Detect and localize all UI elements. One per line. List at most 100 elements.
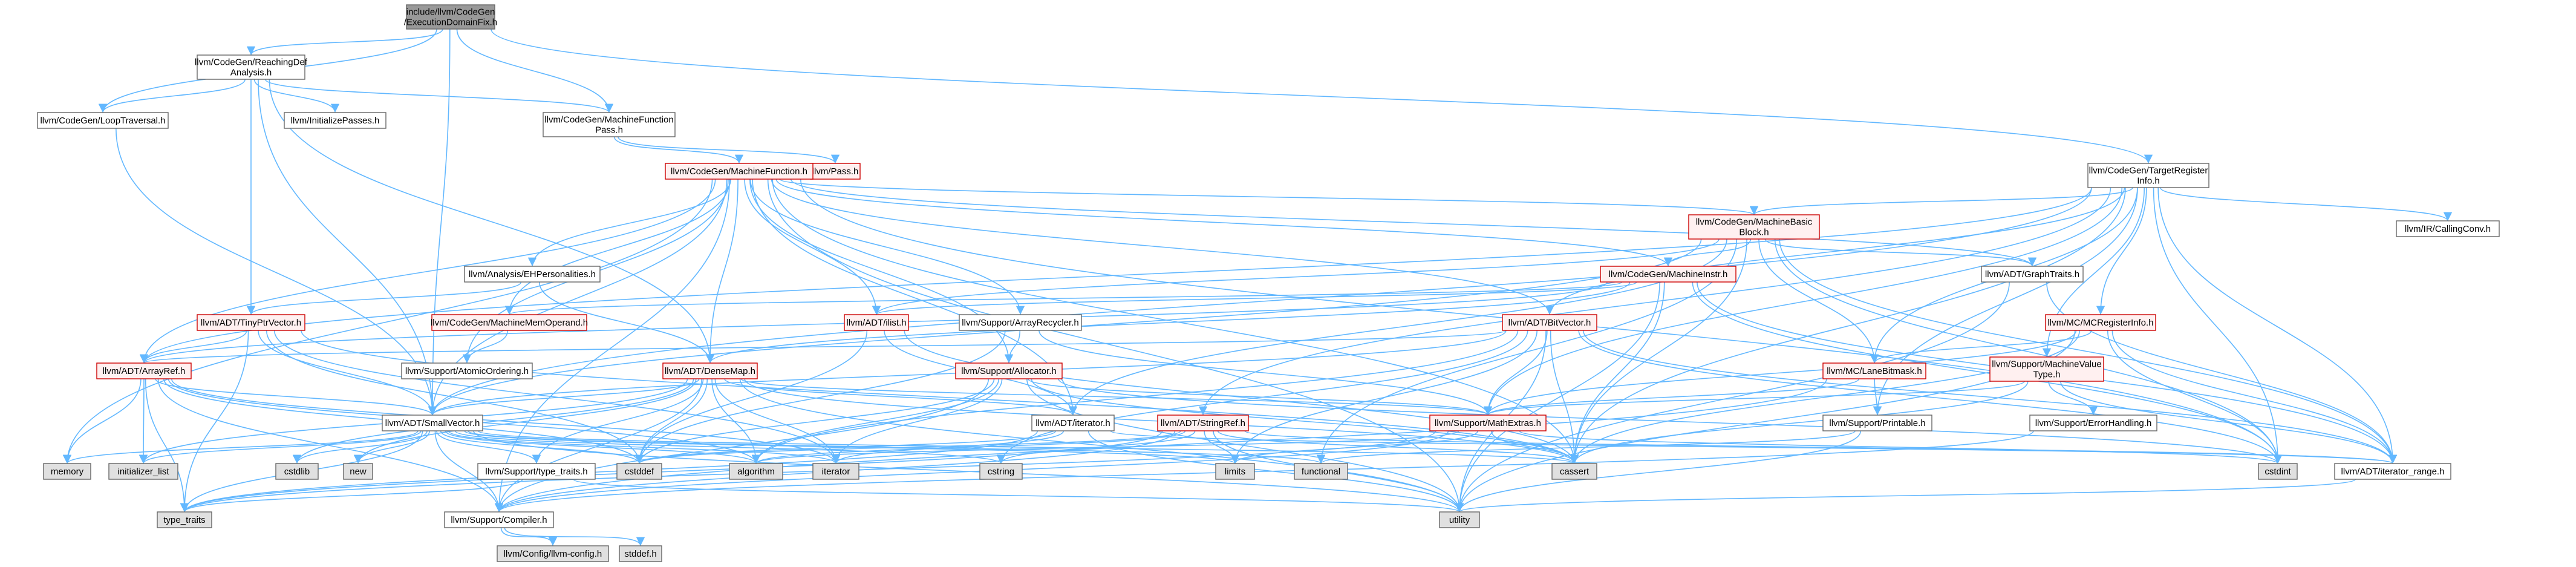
node-label: llvm/CodeGen/TargetRegister: [2089, 166, 2208, 176]
node-box: [2396, 220, 2500, 237]
node-cstdlib[interactable]: cstdlib: [275, 463, 319, 480]
node-errorhandling[interactable]: llvm/Support/ErrorHandling.h: [2029, 415, 2157, 431]
node-label: llvm/Config/llvm-config.h: [504, 549, 602, 559]
node-label: stddef.h: [624, 549, 656, 559]
edge-lanebitmask-to-compiler: [495, 378, 1827, 513]
node-iterrange[interactable]: llvm/ADT/iterator_range.h: [2334, 463, 2451, 480]
node-box: [1989, 356, 2104, 382]
node-compiler[interactable]: llvm/Support/Compiler.h: [444, 511, 554, 528]
node-root[interactable]: include/llvm/CodeGen/ExecutionDomainFix.…: [404, 4, 497, 30]
edge-arrayref-to-typetraits: [145, 378, 189, 513]
node-memory[interactable]: memory: [43, 463, 91, 480]
node-allocator[interactable]: llvm/Support/Allocator.h: [955, 362, 1063, 379]
edge-eh-to-densemap: [538, 281, 715, 364]
node-label: llvm/Support/ArrayRecycler.h: [962, 318, 1078, 328]
node-iterator[interactable]: llvm/ADT/iterator.h: [1031, 415, 1115, 431]
node-mf[interactable]: llvm/CodeGen/MachineFunction.h: [665, 163, 814, 180]
node-cstddef[interactable]: cstddef: [616, 463, 662, 480]
node-densemap[interactable]: llvm/ADT/DenseMap.h: [662, 362, 758, 379]
node-mathextras[interactable]: llvm/Support/MathExtras.h: [1429, 415, 1547, 431]
node-tinyptr[interactable]: llvm/ADT/TinyPtrVector.h: [197, 314, 305, 331]
edge-allocator-to-cassert: [1031, 378, 1579, 464]
node-eh[interactable]: llvm/Analysis/EHPersonalities.h: [464, 266, 601, 283]
node-cstring[interactable]: cstring: [979, 463, 1023, 480]
node-label: Pass.h: [595, 125, 623, 136]
node-printable[interactable]: llvm/Support/Printable.h: [1822, 415, 1932, 431]
node-lanebitmask[interactable]: llvm/MC/LaneBitmask.h: [1822, 362, 1926, 379]
node-cassert[interactable]: cassert: [1551, 463, 1597, 480]
node-pass[interactable]: llvm/Pass.h: [810, 163, 861, 180]
node-box: [157, 511, 212, 528]
node-mmo[interactable]: llvm/CodeGen/MachineMemOperand.h: [431, 314, 588, 331]
edge-mathextras-to-compiler: [495, 430, 1449, 513]
node-label: llvm/CodeGen/LoopTraversal.h: [40, 116, 165, 126]
edge-allocator-to-mathextras: [1027, 378, 1492, 416]
edge-smallvector-to-cassert: [477, 430, 1579, 464]
edge-mf-to-ilist: [744, 179, 881, 315]
edge-mf-to-mi: [775, 179, 1672, 267]
edge-mfp-to-mf: [613, 136, 744, 164]
node-initlist[interactable]: initializer_list: [108, 463, 178, 480]
edge-mf-to-compiler: [494, 179, 730, 513]
node-box: [543, 112, 676, 137]
edge-smallvector-to-algorithm: [445, 430, 760, 464]
edge-tri-to-mbb: [1750, 187, 2133, 215]
node-algorithm[interactable]: algorithm: [729, 463, 783, 480]
node-arrayref[interactable]: llvm/ADT/ArrayRef.h: [96, 362, 192, 379]
node-label: /ExecutionDomainFix.h: [404, 18, 497, 28]
edge-mcreg-to-cstdint: [2107, 330, 2283, 464]
node-stddef[interactable]: stddef.h: [619, 545, 662, 562]
edge-arrayrecycler-to-mathextras: [1039, 330, 1493, 416]
node-label: llvm/CodeGen/MachineFunction: [544, 115, 673, 125]
node-mcreg[interactable]: llvm/MC/MCRegisterInfo.h: [2045, 314, 2156, 331]
node-initpass[interactable]: llvm/InitializePasses.h: [284, 112, 386, 129]
edge-densemap-to-algorithm: [711, 378, 761, 464]
node-functional[interactable]: functional: [1294, 463, 1348, 480]
node-label: llvm/ADT/GraphTraits.h: [1985, 269, 2079, 280]
node-box: [197, 54, 305, 80]
node-iteratorstd[interactable]: iterator: [812, 463, 859, 480]
node-limits[interactable]: limits: [1215, 463, 1255, 480]
node-smallvector[interactable]: llvm/ADT/SmallVector.h: [382, 415, 483, 431]
node-utility[interactable]: utility: [1439, 511, 1480, 528]
node-box: [284, 112, 386, 129]
edge-rda-to-densemap: [269, 79, 715, 364]
edge-errorhandling-to-compiler: [495, 430, 2034, 513]
dependency-edges: [62, 28, 2452, 546]
node-box: [979, 463, 1023, 480]
header-nodes: include/llvm/CodeGen/ExecutionDomainFix.…: [37, 4, 2500, 562]
node-label: Block.h: [1739, 228, 1769, 238]
node-box: [1429, 415, 1547, 431]
node-config[interactable]: llvm/Config/llvm-config.h: [497, 545, 609, 562]
node-label: cassert: [1560, 467, 1590, 477]
node-callconv[interactable]: llvm/IR/CallingConv.h: [2396, 220, 2500, 237]
edge-smallvector-to-iteratorstd: [448, 430, 840, 464]
edge-bitvector-to-arrayref: [140, 330, 1507, 364]
edge-mf-to-mbb: [779, 179, 1758, 215]
node-typetraits[interactable]: type_traits: [157, 511, 212, 528]
edge-mcreg-to-lanebitmask: [1870, 330, 2092, 364]
node-mi[interactable]: llvm/CodeGen/MachineInstr.h: [1600, 266, 1736, 283]
node-typetraits_llvm[interactable]: llvm/Support/type_traits.h: [477, 463, 596, 480]
node-box: [1981, 266, 2084, 283]
node-box: [406, 4, 495, 30]
node-graphtraits[interactable]: llvm/ADT/GraphTraits.h: [1981, 266, 2084, 283]
edge-mvt-to-mathextras: [1484, 381, 2025, 416]
node-cstdint[interactable]: cstdint: [2258, 463, 2298, 480]
node-ilist[interactable]: llvm/ADT/ilist.h: [844, 314, 909, 331]
node-atomic[interactable]: llvm/Support/AtomicOrdering.h: [401, 362, 533, 379]
node-loop[interactable]: llvm/CodeGen/LoopTraversal.h: [37, 112, 169, 129]
edge-arrayref-to-memory: [62, 378, 142, 464]
edge-root-to-rda: [246, 28, 443, 56]
node-stringref[interactable]: llvm/ADT/StringRef.h: [1157, 415, 1249, 431]
node-bitvector[interactable]: llvm/ADT/BitVector.h: [1502, 314, 1597, 331]
edge-smallvector-to-new: [353, 430, 430, 464]
node-new[interactable]: new: [343, 463, 373, 480]
node-box: [662, 362, 758, 379]
node-arrayrecycler[interactable]: llvm/Support/ArrayRecycler.h: [959, 314, 1082, 331]
